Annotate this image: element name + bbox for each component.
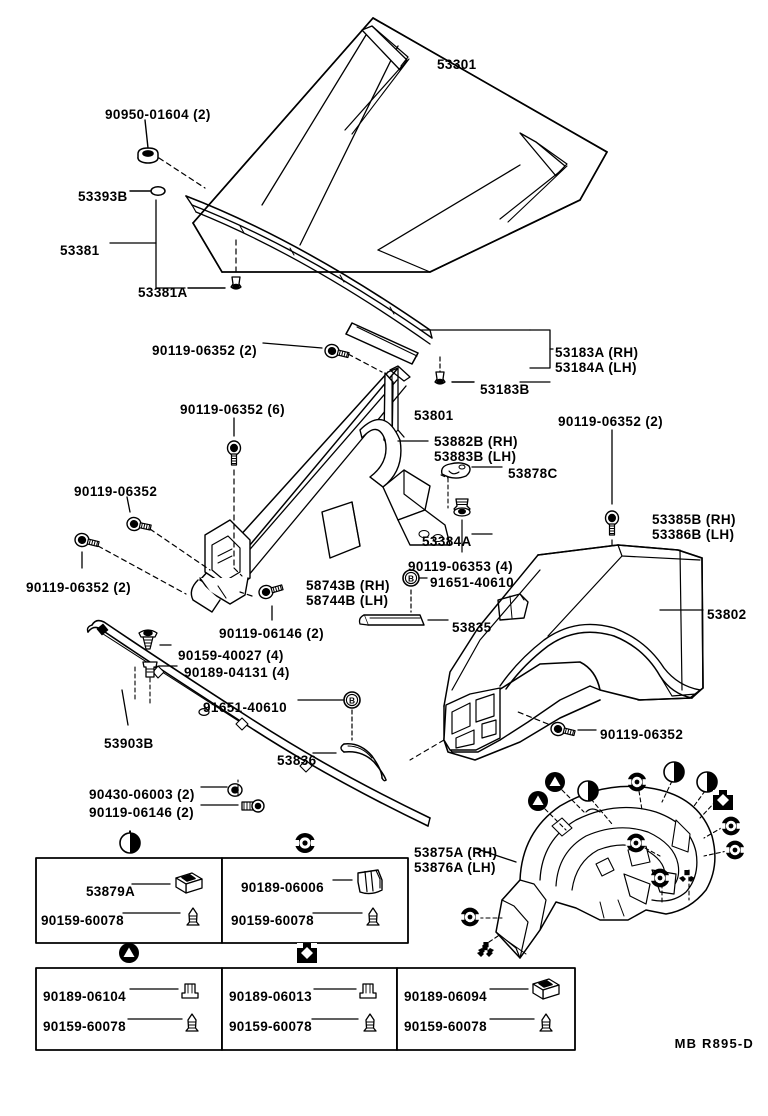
part-callout-53903b: 53903B [104, 736, 154, 751]
part-callout-90430-06003-2: 90430-06003 (2) [89, 787, 195, 802]
svg-text:B: B [349, 695, 355, 705]
part-callout-53384a: 53384A [422, 534, 472, 549]
part-callout-58744b-lh: 58744B (LH) [306, 593, 389, 608]
legend-part-90189-06104: 90189-06104 [43, 989, 126, 1004]
part-callout-90119-06352: 90119-06352 [74, 484, 158, 499]
part-callout-53184a-lh: 53184A (LH) [555, 360, 637, 375]
part-callout-53875a-rh: 53875A (RH) [414, 845, 498, 860]
part-callout-91651-40610: 91651-40610 [430, 575, 514, 590]
part-callout-53882b-rh: 53882B (RH) [434, 434, 518, 449]
part-callout-53386b-lh: 53386B (LH) [652, 527, 735, 542]
part-callout-90189-04131-4: 90189-04131 (4) [184, 665, 290, 680]
legend-part-90189-06013: 90189-06013 [229, 989, 312, 1004]
part-callout-91651-40610: 91651-40610 [203, 700, 287, 715]
part-callout-90119-06352-6: 90119-06352 (6) [180, 402, 286, 417]
part-callout-53878c: 53878C [508, 466, 558, 481]
part-callout-90119-06146-2: 90119-06146 (2) [219, 626, 325, 641]
part-callout-53385b-rh: 53385B (RH) [652, 512, 736, 527]
part-callout-90119-06146-2: 90119-06146 (2) [89, 805, 195, 820]
part-callout-53801: 53801 [414, 408, 454, 423]
part-callout-90119-06352-2: 90119-06352 (2) [26, 580, 132, 595]
diagram-watermark: MB R895-D [674, 1036, 754, 1051]
part-callout-53836: 53836 [277, 753, 317, 768]
part-callout-53301: 53301 [437, 57, 477, 72]
part-callout-53183a-rh: 53183A (RH) [555, 345, 639, 360]
legend-part-53879a: 53879A [86, 884, 136, 899]
part-callout-90950-01604-2: 90950-01604 (2) [105, 107, 211, 122]
part-callout-90119-06352: 90119-06352 [600, 727, 684, 742]
part-callout-90159-40027-4: 90159-40027 (4) [178, 648, 284, 663]
part-callout-53183b: 53183B [480, 382, 530, 397]
part-callout-58743b-rh: 58743B (RH) [306, 578, 390, 593]
legend-part-90159-60078: 90159-60078 [41, 913, 124, 928]
part-callout-53835: 53835 [452, 620, 492, 635]
part-callout-53883b-lh: 53883B (LH) [434, 449, 517, 464]
part-callout-53876a-lh: 53876A (LH) [414, 860, 496, 875]
legend-part-90189-06094: 90189-06094 [404, 989, 487, 1004]
part-callout-90119-06353-4: 90119-06353 (4) [408, 559, 514, 574]
part-callout-90119-06352-2: 90119-06352 (2) [558, 414, 664, 429]
part-callout-53802: 53802 [707, 607, 747, 622]
part-callout-53381: 53381 [60, 243, 100, 258]
part-callout-53381a: 53381A [138, 285, 188, 300]
legend-part-90159-60078: 90159-60078 [43, 1019, 126, 1034]
legend-part-90159-60078: 90159-60078 [404, 1019, 487, 1034]
part-callout-53393b: 53393B [78, 189, 128, 204]
legend-part-90159-60078: 90159-60078 [229, 1019, 312, 1034]
svg-text:B: B [408, 573, 414, 583]
legend-part-90159-60078: 90159-60078 [231, 913, 314, 928]
part-callout-90119-06352-2: 90119-06352 (2) [152, 343, 258, 358]
legend-part-90189-06006: 90189-06006 [241, 880, 324, 895]
